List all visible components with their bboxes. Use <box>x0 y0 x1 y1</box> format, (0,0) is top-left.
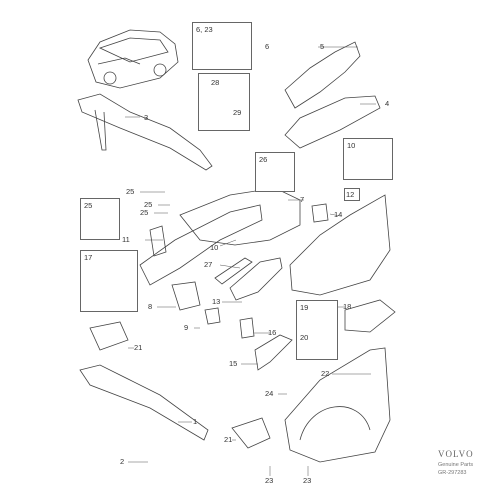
callout-3: 3 <box>144 113 149 122</box>
part-7-wheelhouse <box>179 187 301 246</box>
part-10-long-member <box>139 204 263 286</box>
detail-box-17: 17 <box>80 250 138 312</box>
callout-4: 4 <box>385 99 390 108</box>
callout-11: 11 <box>122 235 130 244</box>
callout-14: 14 <box>334 210 343 219</box>
callout-15: 15 <box>229 359 238 368</box>
detail-box-25: 25 <box>80 198 120 240</box>
figure-number: GR-297283 <box>438 470 467 476</box>
callout-7: 7 <box>300 195 305 204</box>
part-5-apron <box>284 41 361 109</box>
callout-5: 5 <box>320 42 325 51</box>
part-1-bumper-beam <box>79 364 209 441</box>
callout-8: 8 <box>148 302 153 311</box>
callout-25-c: 25 <box>140 208 149 217</box>
callout-27: 27 <box>204 260 213 269</box>
callout-9: 9 <box>184 323 189 332</box>
callout-24: 24 <box>265 389 274 398</box>
detail-box-28-29: 28 29 <box>198 73 250 131</box>
part-22-fender <box>284 347 391 463</box>
callout-25-a: 25 <box>126 187 135 196</box>
detail-box-10: 10 <box>343 138 393 180</box>
callout-25-b: 25 <box>144 200 153 209</box>
detail-box-12: 12 <box>344 188 360 201</box>
genuine-parts-text: Genuine Parts <box>438 462 474 468</box>
callout-13: 13 <box>212 297 221 306</box>
callout-10: 10 <box>210 243 219 252</box>
detail-box-6-23: 6, 23 <box>192 22 252 70</box>
callout-18: 18 <box>343 302 352 311</box>
volvo-logo: VOLVO <box>438 449 474 459</box>
detail-box-26: 26 <box>255 152 295 192</box>
part-3-cross-member <box>77 93 213 171</box>
callout-23-left: 23 <box>265 476 274 485</box>
callout-6: 6 <box>265 42 270 51</box>
car-thumbnail <box>87 29 179 89</box>
part-12-side <box>289 194 391 296</box>
callout-16: 16 <box>268 328 277 337</box>
detail-box-19-20: 19 20 <box>296 300 338 360</box>
callout-23-right: 23 <box>303 476 312 485</box>
callout-2: 2 <box>120 457 125 466</box>
callout-21-bottom: 21 <box>224 435 233 444</box>
callout-1: 1 <box>193 417 198 426</box>
part-4-rail <box>284 95 381 149</box>
callout-21-left: 21 <box>134 343 143 352</box>
callout-22: 22 <box>321 369 330 378</box>
